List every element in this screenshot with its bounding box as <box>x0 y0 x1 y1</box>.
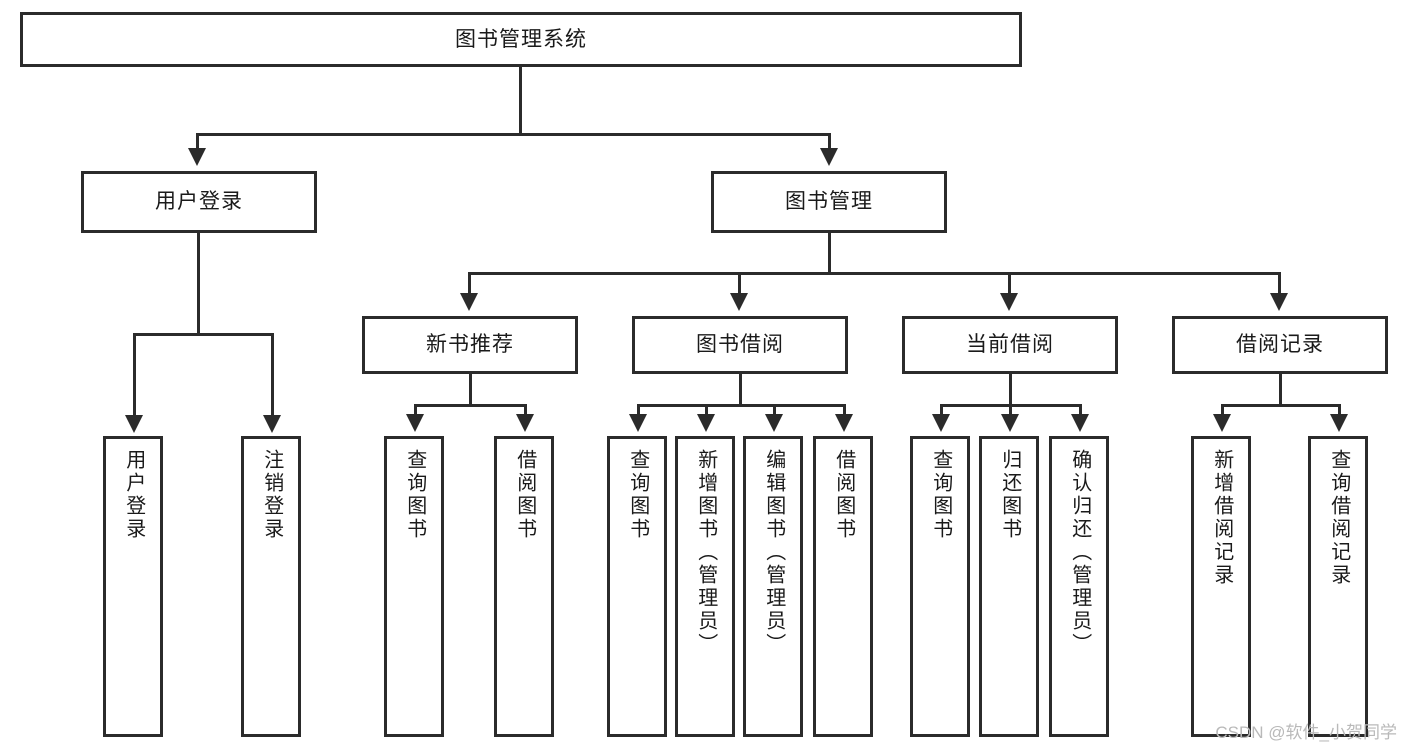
node-label: 当前借阅 <box>966 333 1054 357</box>
connector-new-book-drop-2 <box>524 404 527 416</box>
connector-book-manage-drop-2 <box>738 272 741 296</box>
leaf-query-book-new[interactable]: 查询图书 <box>384 436 444 737</box>
arrow-to-leaf-add-book <box>697 414 715 432</box>
connector-root-drop-left <box>196 133 199 151</box>
leaf-user-login[interactable]: 用户登录 <box>103 436 163 737</box>
node-root-system[interactable]: 图书管理系统 <box>20 12 1022 67</box>
leaf-label: 编辑图书（管理员） <box>762 449 785 656</box>
connector-book-manage-bus <box>468 272 1280 275</box>
connector-book-borrow-drop-1 <box>637 404 640 416</box>
leaf-return-book[interactable]: 归还图书 <box>979 436 1039 737</box>
leaf-label: 查询图书 <box>929 449 952 541</box>
leaf-label: 确认归还（管理员） <box>1068 449 1091 656</box>
leaf-logout[interactable]: 注销登录 <box>241 436 301 737</box>
node-borrow-record[interactable]: 借阅记录 <box>1172 316 1388 374</box>
connector-borrow-record-stem <box>1279 374 1282 404</box>
arrow-to-leaf-confirm-return <box>1071 414 1089 432</box>
node-label: 新书推荐 <box>426 333 514 357</box>
leaf-query-book-borrow[interactable]: 查询图书 <box>607 436 667 737</box>
connector-book-manage-stem <box>828 233 831 272</box>
connector-book-borrow-drop-3 <box>773 404 776 416</box>
arrow-to-leaf-edit-book <box>765 414 783 432</box>
leaf-query-borrow-record[interactable]: 查询借阅记录 <box>1308 436 1368 737</box>
connector-new-book-drop-1 <box>414 404 417 416</box>
connector-book-borrow-stem <box>739 374 742 404</box>
connector-borrow-record-bus <box>1221 404 1338 407</box>
arrow-to-current-borrow <box>1000 293 1018 311</box>
leaf-borrow-book-new[interactable]: 借阅图书 <box>494 436 554 737</box>
leaf-edit-book[interactable]: 编辑图书（管理员） <box>743 436 803 737</box>
arrow-to-leaf-query-book-3 <box>932 414 950 432</box>
arrow-to-book-borrow <box>730 293 748 311</box>
arrow-to-leaf-return-book <box>1001 414 1019 432</box>
arrow-to-leaf-borrow-book-1 <box>516 414 534 432</box>
connector-book-borrow-drop-4 <box>843 404 846 416</box>
connector-current-borrow-stem <box>1009 374 1012 404</box>
connector-user-login-drop-1 <box>133 333 136 418</box>
node-label: 用户登录 <box>155 190 243 214</box>
arrow-to-new-book-recommend <box>460 293 478 311</box>
arrow-to-leaf-user-login <box>125 415 143 433</box>
leaf-add-book[interactable]: 新增图书（管理员） <box>675 436 735 737</box>
leaf-label: 新增借阅记录 <box>1210 449 1233 587</box>
arrow-to-user-login <box>188 148 206 166</box>
connector-book-manage-drop-4 <box>1278 272 1281 296</box>
arrow-to-leaf-add-record <box>1213 414 1231 432</box>
connector-new-book-bus <box>414 404 524 407</box>
arrow-to-leaf-query-book-1 <box>406 414 424 432</box>
node-new-book-recommend[interactable]: 新书推荐 <box>362 316 578 374</box>
node-label: 图书管理 <box>785 190 873 214</box>
arrow-to-leaf-logout <box>263 415 281 433</box>
node-label: 图书管理系统 <box>455 27 587 51</box>
node-book-borrow[interactable]: 图书借阅 <box>632 316 848 374</box>
connector-book-manage-drop-3 <box>1008 272 1011 296</box>
leaf-label: 借阅图书 <box>832 449 855 541</box>
leaf-label: 查询图书 <box>626 449 649 541</box>
connector-current-borrow-drop-3 <box>1079 404 1082 416</box>
node-user-login[interactable]: 用户登录 <box>81 171 317 233</box>
connector-root-stem <box>519 67 522 133</box>
connector-book-borrow-drop-2 <box>705 404 708 416</box>
leaf-query-book-current[interactable]: 查询图书 <box>910 436 970 737</box>
connector-user-login-stem <box>197 233 200 333</box>
connector-root-drop-right <box>828 133 831 151</box>
leaf-label: 新增图书（管理员） <box>694 449 717 656</box>
arrow-to-leaf-query-record <box>1330 414 1348 432</box>
arrow-to-book-manage <box>820 148 838 166</box>
arrow-to-leaf-borrow-book-2 <box>835 414 853 432</box>
arrow-to-leaf-query-book-2 <box>629 414 647 432</box>
node-book-manage[interactable]: 图书管理 <box>711 171 947 233</box>
connector-book-manage-drop-1 <box>468 272 471 296</box>
node-label: 借阅记录 <box>1236 333 1324 357</box>
connector-borrow-record-drop-1 <box>1221 404 1224 416</box>
leaf-borrow-book[interactable]: 借阅图书 <box>813 436 873 737</box>
csdn-watermark: CSDN @软件_小贺同学 <box>1215 723 1397 742</box>
leaf-label: 注销登录 <box>260 449 283 541</box>
connector-user-login-bus <box>133 333 272 336</box>
leaf-confirm-return[interactable]: 确认归还（管理员） <box>1049 436 1109 737</box>
leaf-label: 用户登录 <box>122 449 145 541</box>
connector-book-borrow-bus <box>637 404 843 407</box>
leaf-label: 借阅图书 <box>513 449 536 541</box>
connector-root-bus <box>196 133 828 136</box>
node-label: 图书借阅 <box>696 333 784 357</box>
connector-current-borrow-drop-1 <box>940 404 943 416</box>
node-current-borrow[interactable]: 当前借阅 <box>902 316 1118 374</box>
connector-borrow-record-drop-2 <box>1338 404 1341 416</box>
connector-current-borrow-drop-2 <box>1009 404 1012 416</box>
leaf-add-borrow-record[interactable]: 新增借阅记录 <box>1191 436 1251 737</box>
arrow-to-borrow-record <box>1270 293 1288 311</box>
connector-new-book-stem <box>469 374 472 404</box>
leaf-label: 查询图书 <box>403 449 426 541</box>
leaf-label: 归还图书 <box>998 449 1021 541</box>
connector-user-login-drop-2 <box>271 333 274 418</box>
leaf-label: 查询借阅记录 <box>1327 449 1350 587</box>
